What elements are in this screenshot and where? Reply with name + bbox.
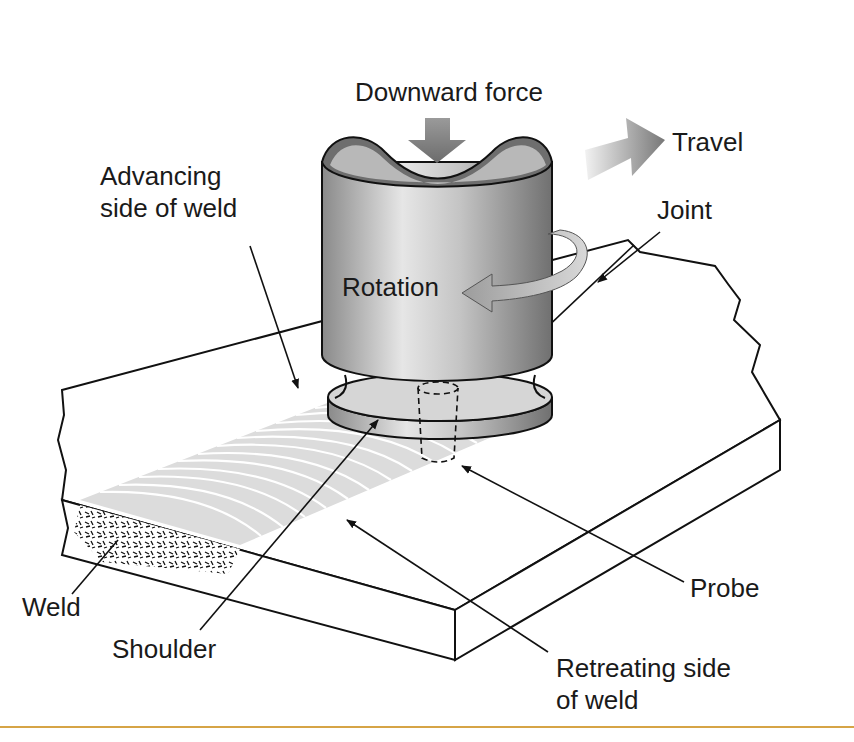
force-label: Downward force <box>355 76 595 108</box>
probe-outline <box>418 382 458 462</box>
plate-top <box>58 240 780 610</box>
rotation-label: Rotation <box>342 271 460 303</box>
leader-lines <box>72 232 684 652</box>
plate-side <box>455 420 780 660</box>
advancing-side-label: Advancing side of weld <box>100 160 275 224</box>
travel-arrow <box>585 118 665 180</box>
force-arrow <box>408 118 466 163</box>
shoulder-label: Shoulder <box>112 633 242 665</box>
travel-label: Travel <box>672 126 792 158</box>
rotation-arrow <box>462 230 587 312</box>
tool-body <box>322 162 552 381</box>
bottom-rule <box>0 726 854 728</box>
retreating-side-label: Retreating side of weld <box>556 652 738 716</box>
probe-label: Probe <box>690 572 790 604</box>
joint-label: Joint <box>657 194 757 226</box>
weld-label: Weld <box>22 591 102 623</box>
